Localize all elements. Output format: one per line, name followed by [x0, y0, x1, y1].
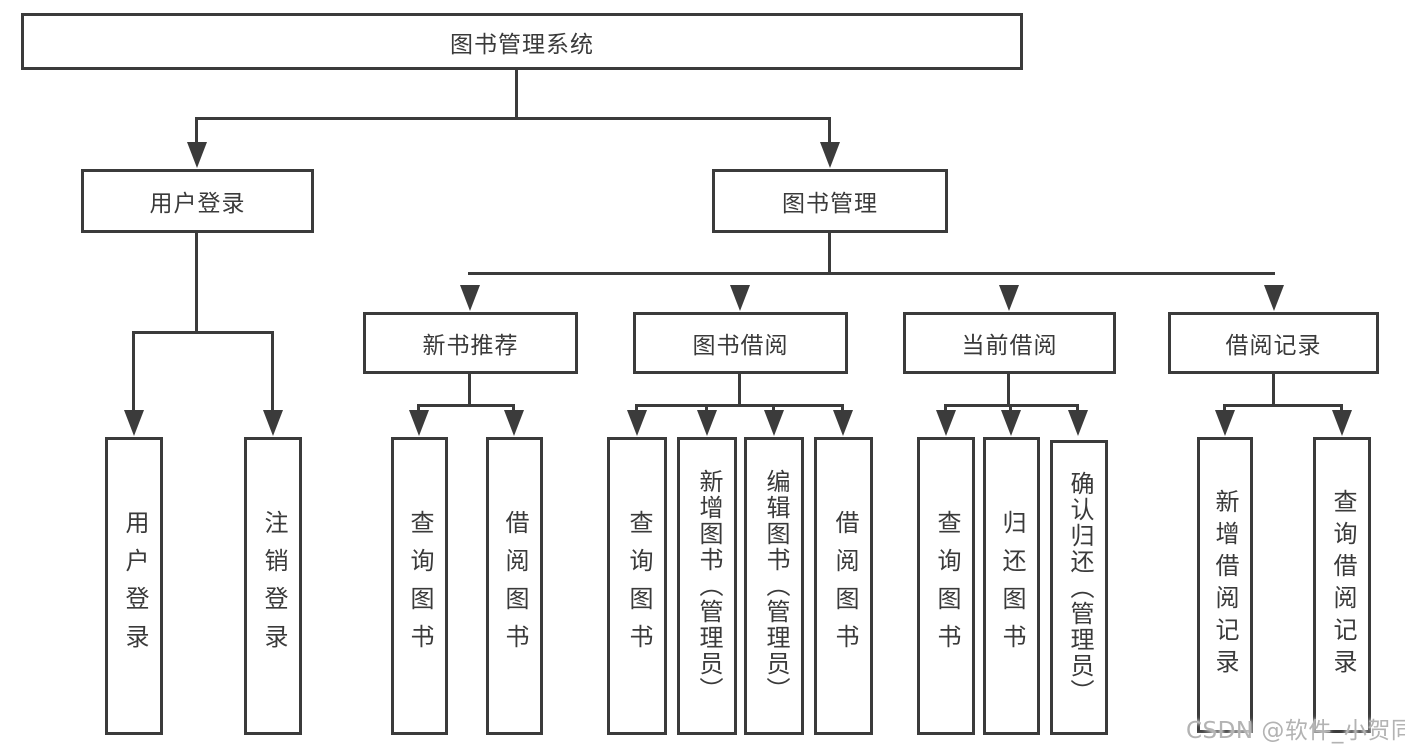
node-book-borrowing: 图书借阅 [633, 312, 848, 374]
node-query-borrow-record: 查询借阅记录 [1313, 437, 1371, 733]
node-borrow-books-recommend: 借阅图书 [486, 437, 543, 735]
connector-line [1223, 404, 1343, 407]
arrow-down-icon [187, 142, 207, 168]
arrow-down-icon [460, 285, 480, 311]
connector-line [468, 272, 1275, 275]
connector-line [1009, 404, 1012, 412]
connector-line [828, 117, 831, 144]
connector-line [841, 404, 844, 412]
arrow-down-icon [730, 285, 750, 311]
connector-line [417, 404, 515, 407]
node-edit-books-admin: 编辑图书（管理员） [744, 437, 804, 735]
connector-line [1076, 404, 1079, 412]
connector-line [468, 374, 471, 406]
node-add-borrow-record: 新增借阅记录 [1197, 437, 1253, 733]
connector-line [705, 404, 708, 412]
node-return-books: 归还图书 [983, 437, 1040, 735]
arrow-down-icon [936, 410, 956, 436]
arrow-down-icon [1068, 410, 1088, 436]
connector-line [1340, 404, 1343, 412]
connector-line [417, 404, 420, 412]
node-current-borrowing: 当前借阅 [903, 312, 1116, 374]
node-add-books-admin: 新增图书（管理员） [677, 437, 737, 735]
arrow-down-icon [833, 410, 853, 436]
node-query-books-borrowing: 查询图书 [607, 437, 667, 735]
arrow-down-icon [1001, 410, 1021, 436]
connector-line [195, 233, 198, 334]
node-query-books-current: 查询图书 [917, 437, 975, 735]
node-borrowing-records: 借阅记录 [1168, 312, 1379, 374]
connector-line [738, 374, 741, 406]
node-query-books-recommend: 查询图书 [391, 437, 448, 735]
node-confirm-return-admin: 确认归还（管理员） [1050, 440, 1108, 735]
watermark: CSDN @软件_小贺同学 [1186, 718, 1405, 744]
connector-line [635, 404, 844, 407]
connector-line [132, 331, 274, 334]
arrow-down-icon [697, 410, 717, 436]
connector-line [828, 233, 831, 275]
connector-line [635, 404, 638, 412]
arrow-down-icon [1215, 410, 1235, 436]
connector-line [1223, 404, 1226, 412]
connector-line [1272, 374, 1275, 406]
arrow-down-icon [263, 410, 283, 436]
connector-line [271, 331, 274, 412]
node-borrow-books-borrowing: 借阅图书 [814, 437, 873, 735]
connector-line [195, 117, 198, 144]
arrow-down-icon [1264, 285, 1284, 311]
connector-line [944, 404, 947, 412]
arrow-down-icon [999, 285, 1019, 311]
node-logout-action: 注销登录 [244, 437, 302, 735]
connector-line [512, 404, 515, 412]
arrow-down-icon [409, 410, 429, 436]
node-library-management-system: 图书管理系统 [21, 13, 1023, 70]
arrow-down-icon [124, 410, 144, 436]
connector-line [132, 331, 135, 412]
arrow-down-icon [764, 410, 784, 436]
node-new-book-recommendation: 新书推荐 [363, 312, 578, 374]
arrow-down-icon [1332, 410, 1352, 436]
connector-line [1007, 374, 1010, 406]
node-user-login: 用户登录 [81, 169, 314, 233]
arrow-down-icon [504, 410, 524, 436]
connector-line [772, 404, 775, 412]
connector-line [515, 70, 518, 118]
arrow-down-icon [820, 142, 840, 168]
node-book-management: 图书管理 [712, 169, 948, 233]
arrow-down-icon [627, 410, 647, 436]
connector-line [195, 117, 831, 120]
node-user-login-action: 用户登录 [105, 437, 163, 735]
